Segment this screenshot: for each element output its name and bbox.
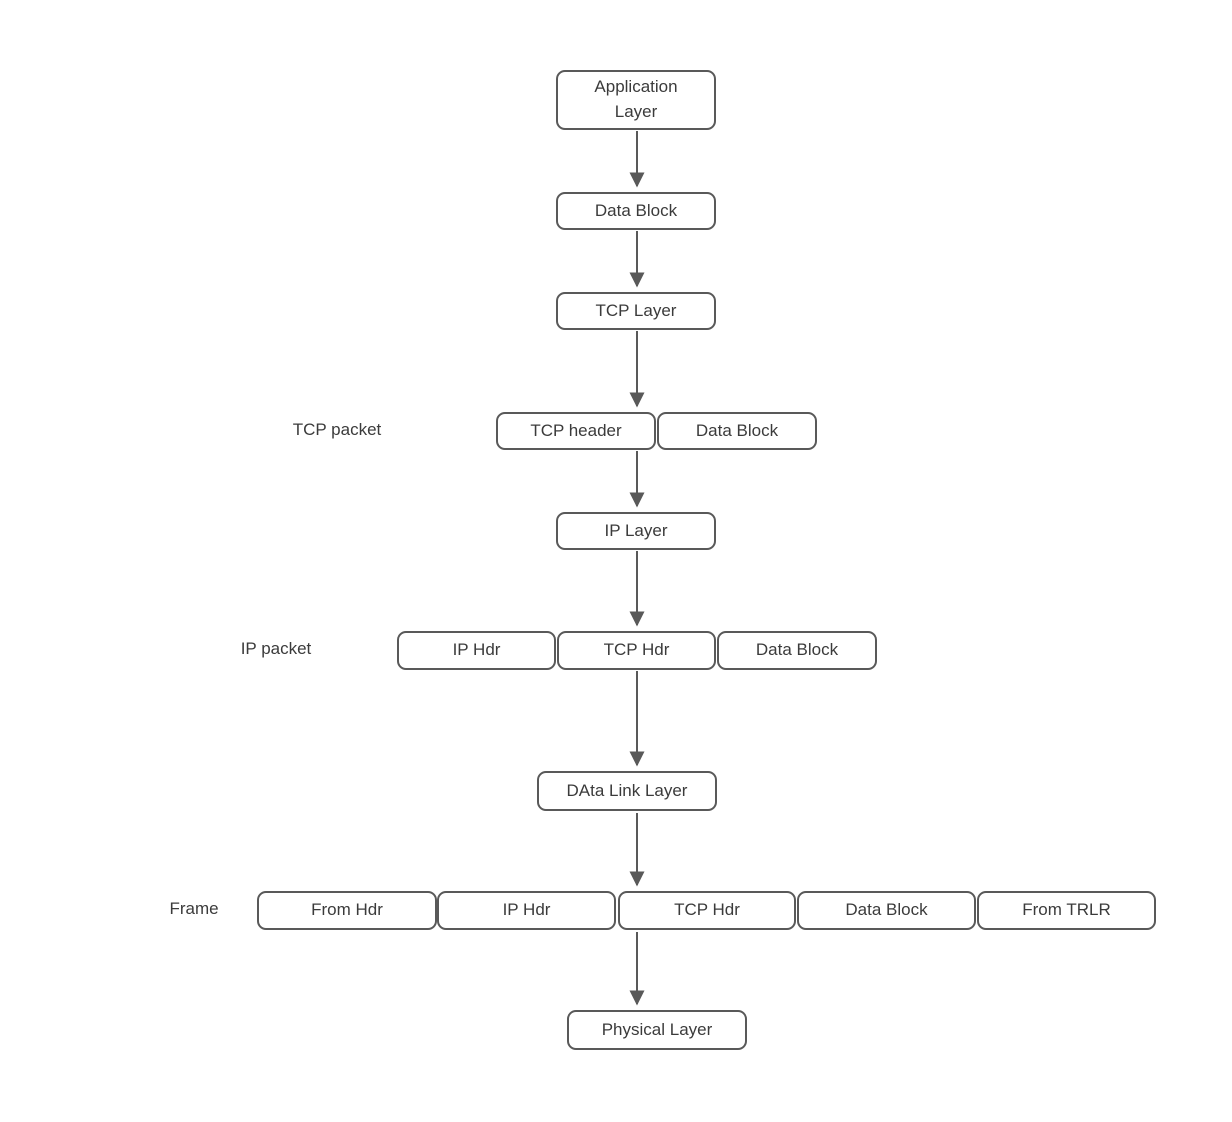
label-ip-packet: IP packet — [240, 639, 312, 658]
node-tcp-header: TCP header — [496, 412, 656, 450]
node-from-hdr: From Hdr — [257, 891, 437, 930]
node-tcp-layer: TCP Layer — [556, 292, 716, 330]
label-tcp-packet: TCP packet — [292, 420, 382, 439]
node-data-block-ip-row: Data Block — [717, 631, 877, 670]
node-tcp-hdr-frame: TCP Hdr — [618, 891, 796, 930]
node-data-block-tcp-row: Data Block — [657, 412, 817, 450]
node-tcp-hdr: TCP Hdr — [557, 631, 716, 670]
node-ip-hdr-frame: IP Hdr — [437, 891, 616, 930]
node-from-trlr: From TRLR — [977, 891, 1156, 930]
node-physical-layer: Physical Layer — [567, 1010, 747, 1050]
node-data-link-layer: DAta Link Layer — [537, 771, 717, 811]
node-ip-layer: IP Layer — [556, 512, 716, 550]
node-ip-hdr: IP Hdr — [397, 631, 556, 670]
node-application-layer: Application Layer — [556, 70, 716, 130]
label-frame: Frame — [169, 899, 219, 918]
node-data-block-frame: Data Block — [797, 891, 976, 930]
node-data-block-top: Data Block — [556, 192, 716, 230]
